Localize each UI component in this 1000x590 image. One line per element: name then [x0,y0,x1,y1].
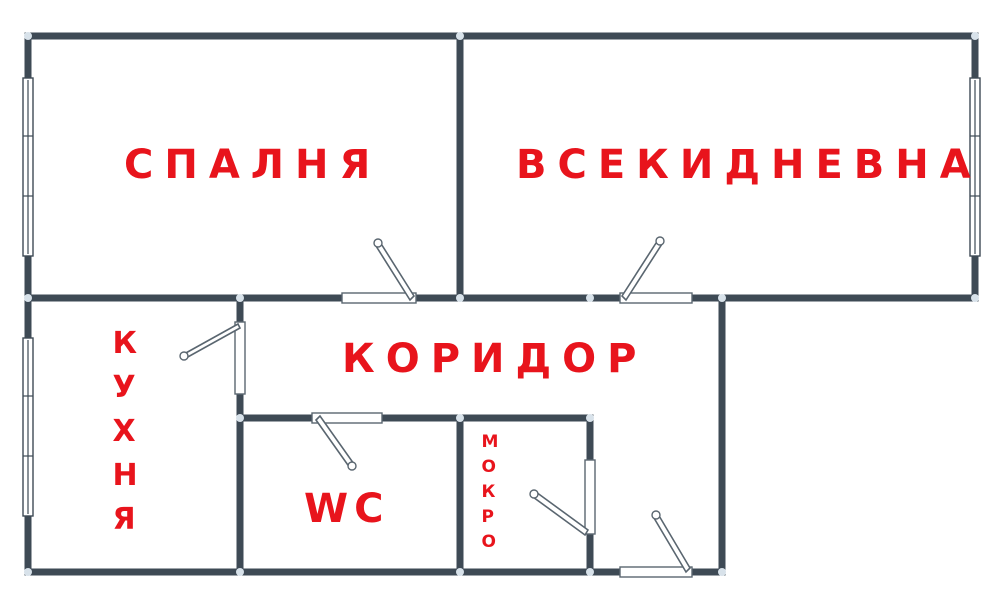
label-letter: К [481,482,496,502]
label-letter: О [481,457,496,477]
label-letter: У [112,370,136,405]
label-letter: О [481,532,496,552]
label-letter: Р [481,507,494,527]
door-living-room [619,236,693,304]
door-wet-room [529,459,596,537]
room-label-corridor: КОРИДОР [342,336,648,382]
door-wc [311,412,383,471]
door-entrance [619,510,693,578]
wall-joints [24,32,979,576]
label-letter: К [112,326,137,361]
label-letter: Я [112,502,136,537]
room-label-wc: WC [304,486,390,532]
window-bedroom [22,77,34,257]
room-label-living-room: ВСЕКИДНЕВНА [516,142,982,188]
label-letter: Н [112,458,138,493]
label-letter: Х [112,414,136,449]
walls [24,32,979,576]
door-kitchen [179,321,246,395]
window-living-room [969,77,981,257]
label-letter: М [481,432,499,452]
door-bedroom [341,238,417,304]
window-kitchen [22,337,34,517]
room-label-bedroom: СПАЛНЯ [124,142,382,188]
